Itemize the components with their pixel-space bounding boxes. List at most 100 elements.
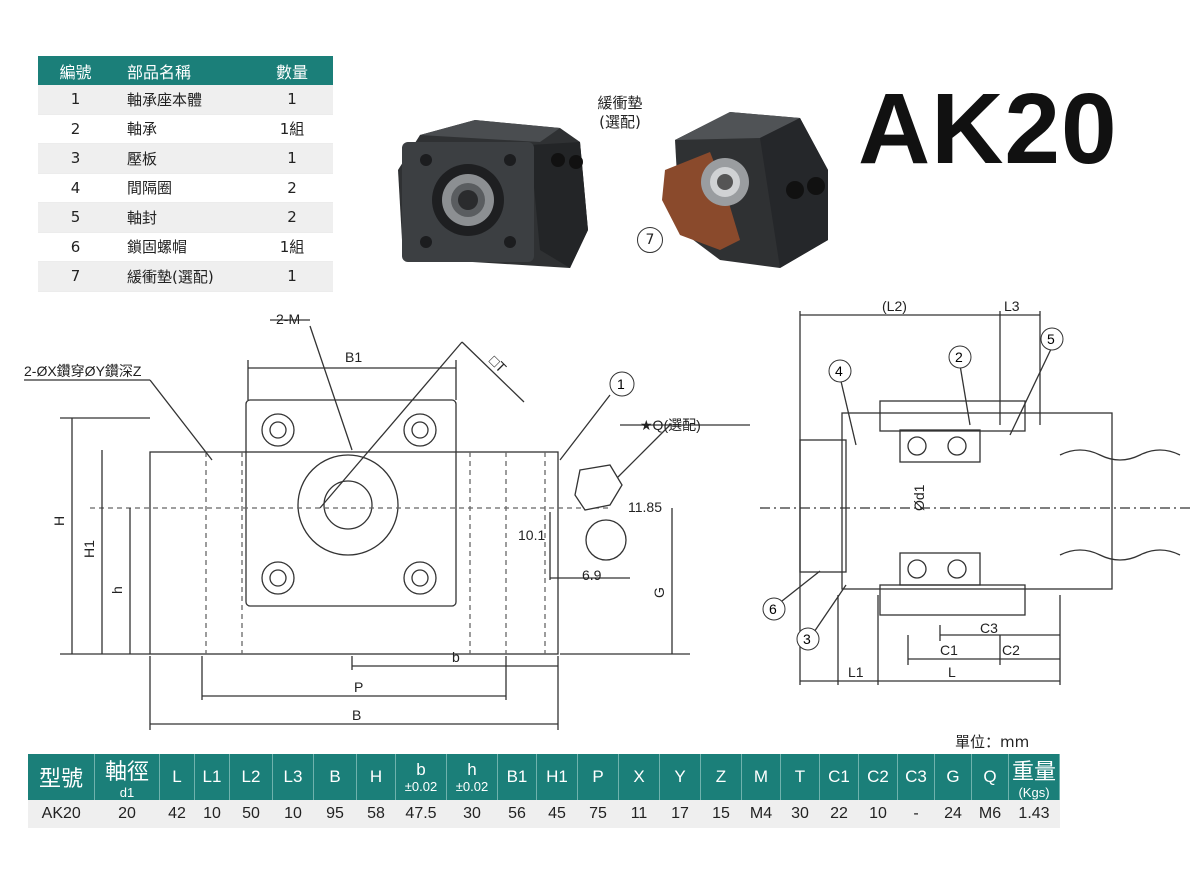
label-l: L bbox=[948, 664, 956, 680]
spec-header-sublabel: d1 bbox=[119, 785, 135, 800]
label-2m: 2-M bbox=[276, 311, 300, 327]
spec-header-cell: L bbox=[159, 754, 195, 800]
spec-header-label: Q bbox=[983, 767, 997, 786]
spec-header-label: L3 bbox=[283, 767, 303, 786]
label-q-option: ★Q(選配) bbox=[640, 417, 701, 433]
marker-2: 2 bbox=[948, 345, 972, 369]
svg-text:3: 3 bbox=[803, 631, 811, 647]
label-t: □T bbox=[486, 352, 510, 376]
label-b-small: b bbox=[452, 649, 460, 665]
label-c2: C2 bbox=[1002, 642, 1020, 658]
spec-header-cell: 重量(Kgs) bbox=[1008, 754, 1060, 800]
product-photos bbox=[398, 112, 828, 268]
svg-text:5: 5 bbox=[1047, 331, 1055, 347]
part-number: 2 bbox=[38, 114, 113, 144]
part-name: 壓板 bbox=[113, 143, 251, 174]
spec-header-label: X bbox=[633, 767, 645, 786]
spec-value-cell: 56 bbox=[497, 800, 537, 828]
parts-header-no: 編號 bbox=[38, 56, 113, 85]
label-g: G bbox=[651, 587, 667, 598]
spec-header-label: P bbox=[592, 767, 604, 786]
part-name: 軸承座本體 bbox=[113, 85, 251, 115]
dim-10-1: 10.1 bbox=[518, 527, 545, 543]
label-d1: Ød1 bbox=[911, 484, 927, 511]
spec-value-cell: M4 bbox=[741, 800, 781, 828]
part-number: 1 bbox=[38, 85, 113, 115]
part-quantity: 1組 bbox=[251, 114, 333, 144]
spec-header-cell: H1 bbox=[536, 754, 578, 800]
part-quantity: 1 bbox=[251, 261, 333, 292]
part-number: 7 bbox=[38, 261, 113, 292]
label-p: P bbox=[354, 679, 363, 695]
svg-text:2: 2 bbox=[955, 349, 963, 365]
marker-6: 6 bbox=[762, 597, 786, 621]
part-number: 6 bbox=[38, 232, 113, 262]
mounting-flange bbox=[245, 399, 457, 607]
spec-header-label: b bbox=[416, 760, 426, 779]
spec-header-label: L bbox=[172, 767, 182, 786]
spec-header-label: C2 bbox=[867, 767, 889, 786]
spec-value-cell: 20 bbox=[94, 800, 160, 828]
spec-value-cell: 15 bbox=[700, 800, 742, 828]
spec-value-cell: 42 bbox=[159, 800, 195, 828]
svg-text:1: 1 bbox=[617, 376, 625, 392]
bearing-block-photo-2 bbox=[662, 112, 828, 268]
spec-value-cell: 17 bbox=[659, 800, 701, 828]
spec-header-cell: 型號 bbox=[28, 754, 95, 800]
parts-header-qty: 數量 bbox=[251, 56, 333, 85]
spec-value-cell: 24 bbox=[934, 800, 972, 828]
spec-value-cell: 47.5 bbox=[395, 800, 447, 828]
parts-header-name: 部品名稱 bbox=[113, 56, 251, 85]
unit-label: 單位：mm bbox=[955, 733, 1030, 751]
spec-header-cell: H bbox=[356, 754, 396, 800]
label-c3: C3 bbox=[980, 620, 998, 636]
part-quantity: 1 bbox=[251, 143, 333, 174]
spec-value-cell: - bbox=[897, 800, 935, 828]
spec-header-label: H bbox=[369, 767, 383, 786]
spec-header-cell: Y bbox=[659, 754, 701, 800]
spec-header-cell: T bbox=[780, 754, 820, 800]
svg-text:4: 4 bbox=[835, 363, 843, 379]
spec-header-label: 型號 bbox=[38, 766, 83, 791]
spec-header-label: h bbox=[467, 760, 477, 779]
cushion-label-line2: (選配) bbox=[599, 113, 641, 131]
spec-header-label: T bbox=[794, 767, 806, 786]
spec-header-sublabel: ±0.02 bbox=[404, 779, 438, 794]
label-b1: B1 bbox=[345, 349, 362, 365]
spec-value-cell: 50 bbox=[229, 800, 273, 828]
spec-header-label: L1 bbox=[202, 767, 222, 786]
spec-value-cell: 75 bbox=[577, 800, 619, 828]
section-view-drawing: (L2) L3 Ød1 C3 C1 C2 L1 L 2 3 4 5 6 bbox=[760, 298, 1190, 685]
spec-header-label: C3 bbox=[905, 767, 927, 786]
spec-header-cell: P bbox=[577, 754, 619, 800]
marker-4: 4 bbox=[828, 359, 852, 383]
spec-header-cell: b±0.02 bbox=[395, 754, 447, 800]
part-quantity: 2 bbox=[251, 202, 333, 233]
svg-text:6: 6 bbox=[769, 601, 777, 617]
spec-header-cell: G bbox=[934, 754, 972, 800]
spec-header-label: Y bbox=[674, 767, 686, 786]
spec-header-label: 軸徑 bbox=[104, 759, 149, 784]
label-l3: L3 bbox=[1004, 298, 1020, 314]
spec-value-cell: 10 bbox=[194, 800, 230, 828]
spec-header-label: G bbox=[946, 767, 960, 786]
spec-header-label: B1 bbox=[506, 767, 528, 786]
model-title: AK20 bbox=[858, 73, 1118, 185]
spec-header-cell: L1 bbox=[194, 754, 230, 800]
spec-value-cell: 45 bbox=[536, 800, 578, 828]
label-hole-spec: 2-ØX鑽穿ØY鑽深Z bbox=[24, 363, 142, 379]
spec-value-cell: 30 bbox=[780, 800, 820, 828]
spec-header-label: H1 bbox=[546, 767, 568, 786]
spec-value-cell: 10 bbox=[272, 800, 314, 828]
spec-header-cell: C3 bbox=[897, 754, 935, 800]
spec-header-label: L2 bbox=[241, 767, 261, 786]
marker-1: 1 bbox=[609, 371, 635, 397]
spec-header-label: C1 bbox=[828, 767, 850, 786]
